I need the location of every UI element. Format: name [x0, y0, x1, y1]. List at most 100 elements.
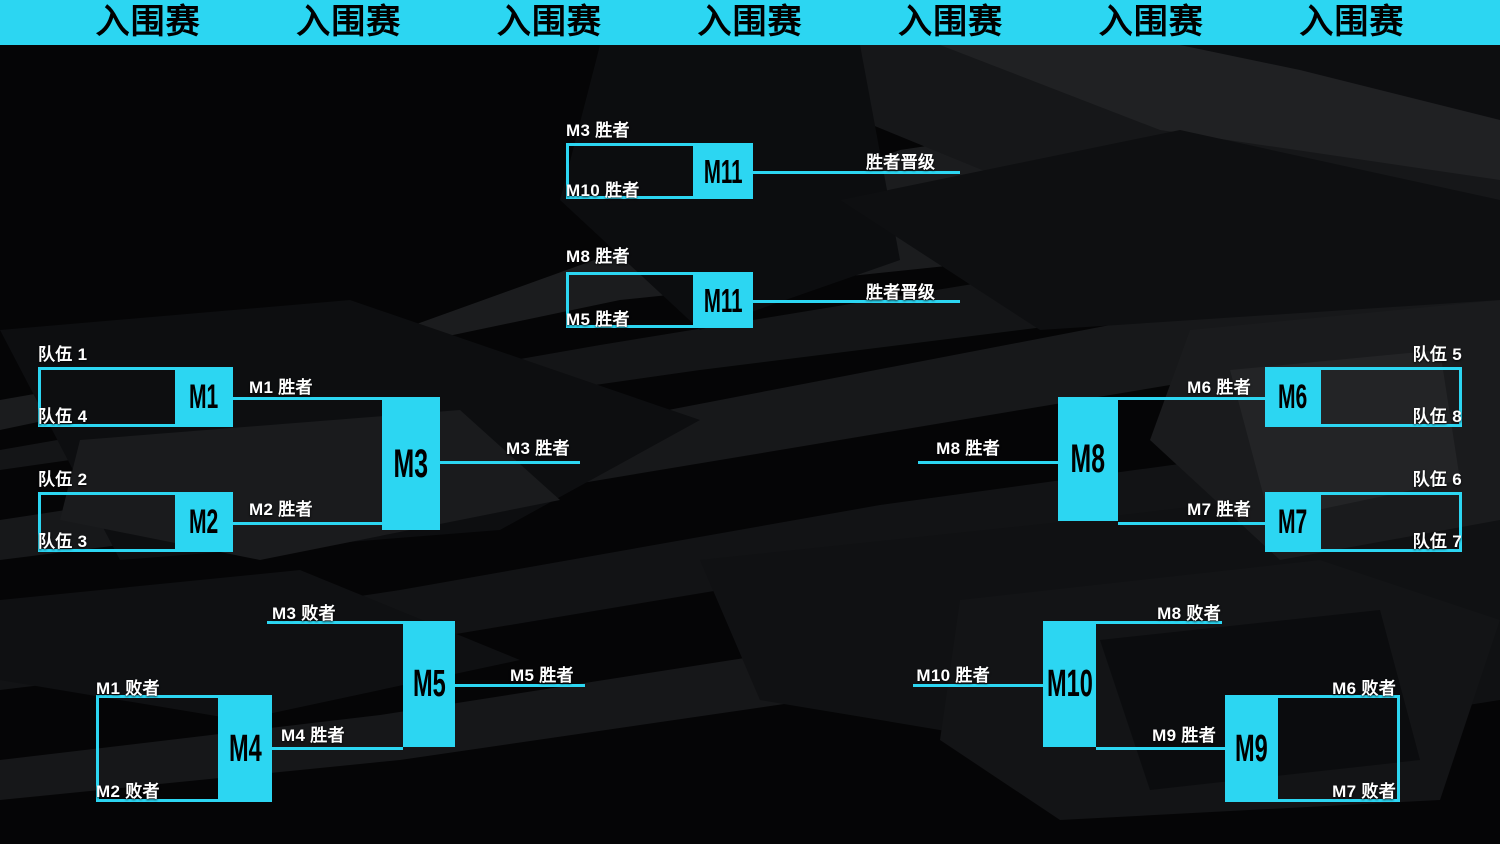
connector-c-m3l	[267, 621, 403, 624]
banner-title-7: 入围赛	[1299, 3, 1405, 41]
match-label: M3	[393, 441, 429, 486]
connector-c-m5w-2	[566, 325, 693, 328]
connector-c-v-top	[566, 143, 569, 199]
connector-c-t2	[38, 492, 175, 495]
connector-c-m1-out	[233, 397, 382, 400]
page-banner: 入围赛 入围赛 入围赛 入围赛 入围赛 入围赛 入围赛	[0, 0, 1500, 45]
label-team-7: 队伍 7	[1412, 532, 1462, 551]
connector-c-m2l	[96, 799, 218, 802]
label-m10-winner-top: M10 胜者	[566, 181, 640, 200]
connector-c-t6	[1321, 492, 1462, 495]
match-label: M11	[703, 152, 743, 190]
match-box-m11a[interactable]: M11	[693, 143, 753, 199]
match-box-m11b[interactable]: M11	[693, 272, 753, 328]
label-m8-loser: M8 败者	[1157, 604, 1221, 623]
label-team-3: 队伍 3	[38, 532, 88, 551]
label-m5-winner: M5 胜者	[510, 666, 574, 685]
connector-c-m3w-top	[566, 143, 693, 146]
label-m8-winner: M8 胜者	[936, 439, 1000, 458]
match-box-m7[interactable]: M7	[1265, 492, 1321, 552]
connector-c-t7	[1321, 549, 1462, 552]
label-advance-top: 胜者晋级	[866, 153, 936, 172]
match-box-m3[interactable]: M3	[382, 397, 440, 530]
label-m2-loser: M2 败者	[96, 782, 160, 801]
match-label: M11	[703, 281, 743, 319]
label-team-2: 队伍 2	[38, 470, 88, 489]
connector-c-out-top	[753, 171, 960, 174]
banner-title-5: 入围赛	[898, 3, 1004, 41]
connector-c-t5	[1321, 367, 1462, 370]
banner-title-2: 入围赛	[296, 3, 402, 41]
connector-c-t6-v	[1459, 492, 1462, 552]
connector-c-m7l	[1278, 799, 1400, 802]
match-label: M2	[189, 503, 219, 541]
match-box-m5[interactable]: M5	[403, 621, 455, 747]
connector-c-m9in-v	[1397, 695, 1400, 802]
connector-c-t1	[38, 367, 175, 370]
connector-c-m5-out	[455, 684, 585, 687]
label-team-8: 队伍 8	[1412, 407, 1462, 426]
match-box-m8[interactable]: M8	[1058, 397, 1118, 521]
banner-title-6: 入围赛	[1098, 3, 1204, 41]
connector-c-m8-out	[918, 461, 1058, 464]
connector-c-m6-out	[1118, 397, 1265, 400]
connector-c-m8l	[1096, 621, 1222, 624]
label-m10-winner: M10 胜者	[916, 666, 990, 685]
connector-c-m10-out	[913, 684, 1043, 687]
connector-c-m9-out	[1096, 747, 1225, 750]
match-box-m10[interactable]: M10	[1043, 621, 1096, 747]
connector-c-t3	[38, 549, 175, 552]
label-m3-loser: M3 败者	[272, 604, 336, 623]
connector-c-m2-out	[233, 522, 382, 525]
match-label: M10	[1046, 663, 1093, 705]
connector-c-t4	[38, 424, 175, 427]
label-m4-winner: M4 胜者	[281, 726, 345, 745]
match-box-m9[interactable]: M9	[1225, 695, 1278, 802]
label-m6-loser: M6 败者	[1332, 679, 1396, 698]
connector-c-m1l	[96, 695, 218, 698]
label-m1-loser: M1 败者	[96, 679, 160, 698]
match-label: M8	[1070, 437, 1106, 481]
match-box-m6[interactable]: M6	[1265, 367, 1321, 427]
connector-c-m4in-v	[96, 695, 99, 802]
connector-c-m6l	[1278, 695, 1400, 698]
match-label: M9	[1235, 727, 1268, 770]
connector-c-t5-v	[1459, 367, 1462, 427]
connector-c-m10w-top	[566, 196, 693, 199]
match-label: M6	[1278, 378, 1308, 416]
label-m1-winner: M1 胜者	[249, 378, 313, 397]
label-m3-winner-top: M3 胜者	[566, 121, 630, 140]
label-team-6: 队伍 6	[1412, 470, 1462, 489]
label-m8-winner-top: M8 胜者	[566, 247, 630, 266]
label-m3-winner: M3 胜者	[506, 439, 570, 458]
match-label: M1	[189, 378, 219, 416]
banner-title-1: 入围赛	[95, 3, 201, 41]
label-m5-winner-top: M5 胜者	[566, 310, 630, 329]
match-box-m4[interactable]: M4	[218, 695, 272, 802]
label-m6-winner: M6 胜者	[1187, 378, 1251, 397]
connector-c-out-2	[753, 300, 960, 303]
label-m7-winner: M7 胜者	[1187, 500, 1251, 519]
match-label: M5	[412, 663, 446, 705]
banner-title-3: 入围赛	[496, 3, 602, 41]
connector-c-t8	[1321, 424, 1462, 427]
connector-c-v-2	[566, 272, 569, 328]
connector-c-m8w-2	[566, 272, 693, 275]
label-m2-winner: M2 胜者	[249, 500, 313, 519]
connector-c-m3-out	[440, 461, 580, 464]
banner-title-4: 入围赛	[697, 3, 803, 41]
label-advance-second: 胜者晋级	[866, 283, 936, 302]
match-box-m2[interactable]: M2	[175, 492, 233, 552]
label-team-5: 队伍 5	[1412, 345, 1462, 364]
connector-c-m7-out	[1118, 522, 1265, 525]
label-team-4: 队伍 4	[38, 407, 88, 426]
label-m9-winner: M9 胜者	[1152, 726, 1216, 745]
label-m7-loser: M7 败者	[1332, 782, 1396, 801]
match-label: M7	[1278, 503, 1308, 541]
label-team-1: 队伍 1	[38, 345, 88, 364]
connector-c-m4-out	[272, 747, 403, 750]
match-box-m1[interactable]: M1	[175, 367, 233, 427]
connector-c-t2-v	[38, 492, 41, 552]
